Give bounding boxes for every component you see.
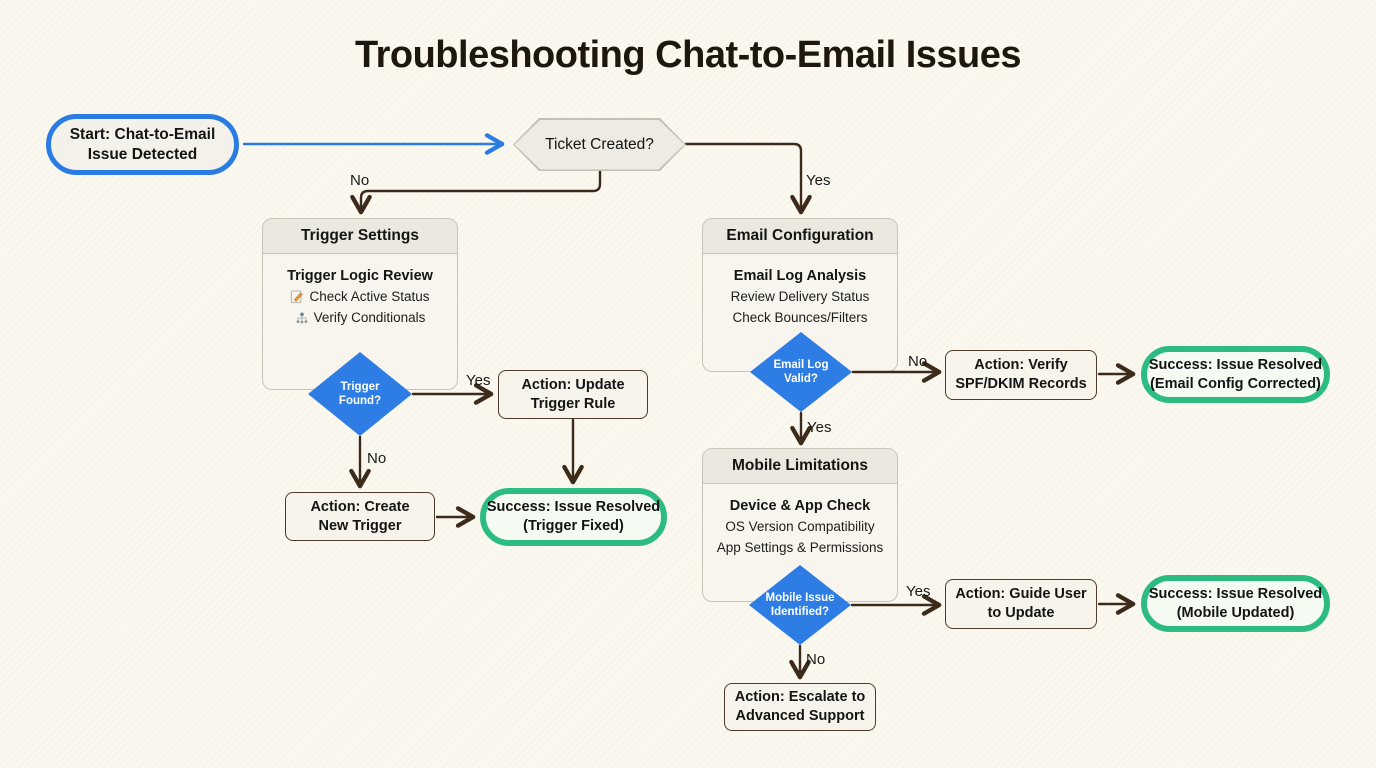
list-item-label: Review Delivery Status [730, 289, 870, 304]
success-trigger-fixed: Success: Issue Resolved (Trigger Fixed) [480, 488, 667, 546]
memo-icon [291, 289, 303, 303]
success-mobile-updated: Success: Issue Resolved (Mobile Updated) [1141, 575, 1330, 632]
action-label: Action: Update Trigger Rule [521, 376, 625, 412]
edge-label-ticket-no: No [350, 172, 370, 189]
success-label: Success: Issue Resolved (Email Config Co… [1148, 356, 1323, 392]
list-item: Check Bounces/Filters [703, 307, 897, 328]
ticket-created-decision: Ticket Created? [513, 118, 686, 171]
mobile-limitations-header: Mobile Limitations [703, 449, 897, 484]
list-item: Check Active Status [263, 286, 457, 307]
trigger-settings-header: Trigger Settings [263, 219, 457, 254]
edge-label-trigger-no: No [367, 450, 387, 467]
device-app-check-title: Device & App Check [729, 498, 871, 514]
edge-label-trigger-yes: Yes [466, 372, 491, 389]
list-item-label: Check Active Status [309, 289, 430, 304]
list-item: App Settings & Permissions [703, 537, 897, 558]
success-label: Success: Issue Resolved (Mobile Updated) [1148, 585, 1323, 621]
email-log-analysis-title: Email Log Analysis [733, 268, 867, 284]
action-label: Action: Verify SPF/DKIM Records [955, 357, 1087, 392]
action-label: Action: Escalate to Advanced Support [734, 689, 866, 724]
edge-label-ticket-yes: Yes [806, 172, 831, 189]
action-update-trigger-rule: Action: Update Trigger Rule [498, 370, 648, 419]
page-title: Troubleshooting Chat-to-Email Issues [354, 34, 1022, 76]
ticket-created-label: Ticket Created? [545, 135, 654, 153]
start-node-label: Start: Chat-to-Email Issue Detected [69, 125, 216, 163]
action-escalate-support: Action: Escalate to Advanced Support [724, 683, 876, 731]
email-configuration-header: Email Configuration [703, 219, 897, 254]
start-node: Start: Chat-to-Email Issue Detected [46, 114, 239, 175]
success-email-config-corrected: Success: Issue Resolved (Email Config Co… [1141, 346, 1330, 403]
list-item-label: Check Bounces/Filters [732, 310, 868, 325]
mobile-issue-identified-label: Mobile Issue Identified? [765, 591, 835, 618]
edge-label-email-no: No [908, 353, 928, 370]
hierarchy-icon [296, 311, 307, 323]
trigger-logic-review-title: Trigger Logic Review [287, 268, 433, 284]
edge-label-mobile-yes: Yes [906, 583, 931, 600]
action-label: Action: Guide User to Update [955, 586, 1087, 621]
list-item-label: Verify Conditionals [313, 310, 426, 325]
list-item-label: App Settings & Permissions [716, 540, 884, 555]
edge-label-mobile-no: No [806, 651, 826, 668]
list-item: OS Version Compatibility [703, 516, 897, 537]
action-label: Action: Create New Trigger [310, 498, 410, 534]
list-item: Review Delivery Status [703, 286, 897, 307]
hexagon-fill [515, 120, 685, 170]
action-verify-spf-dkim: Action: Verify SPF/DKIM Records [945, 350, 1097, 400]
action-create-new-trigger: Action: Create New Trigger [285, 492, 435, 541]
trigger-settings-group: Trigger Settings Trigger Logic Review Ch… [262, 218, 458, 390]
edge-label-email-yes: Yes [807, 419, 832, 436]
list-item-label: OS Version Compatibility [725, 519, 875, 534]
success-label: Success: Issue Resolved (Trigger Fixed) [486, 499, 661, 534]
email-log-valid-label: Email Log Valid? [773, 358, 829, 385]
trigger-found-label: Trigger Found? [338, 380, 382, 407]
action-guide-user-update: Action: Guide User to Update [945, 579, 1097, 629]
list-item: Verify Conditionals [263, 307, 457, 328]
